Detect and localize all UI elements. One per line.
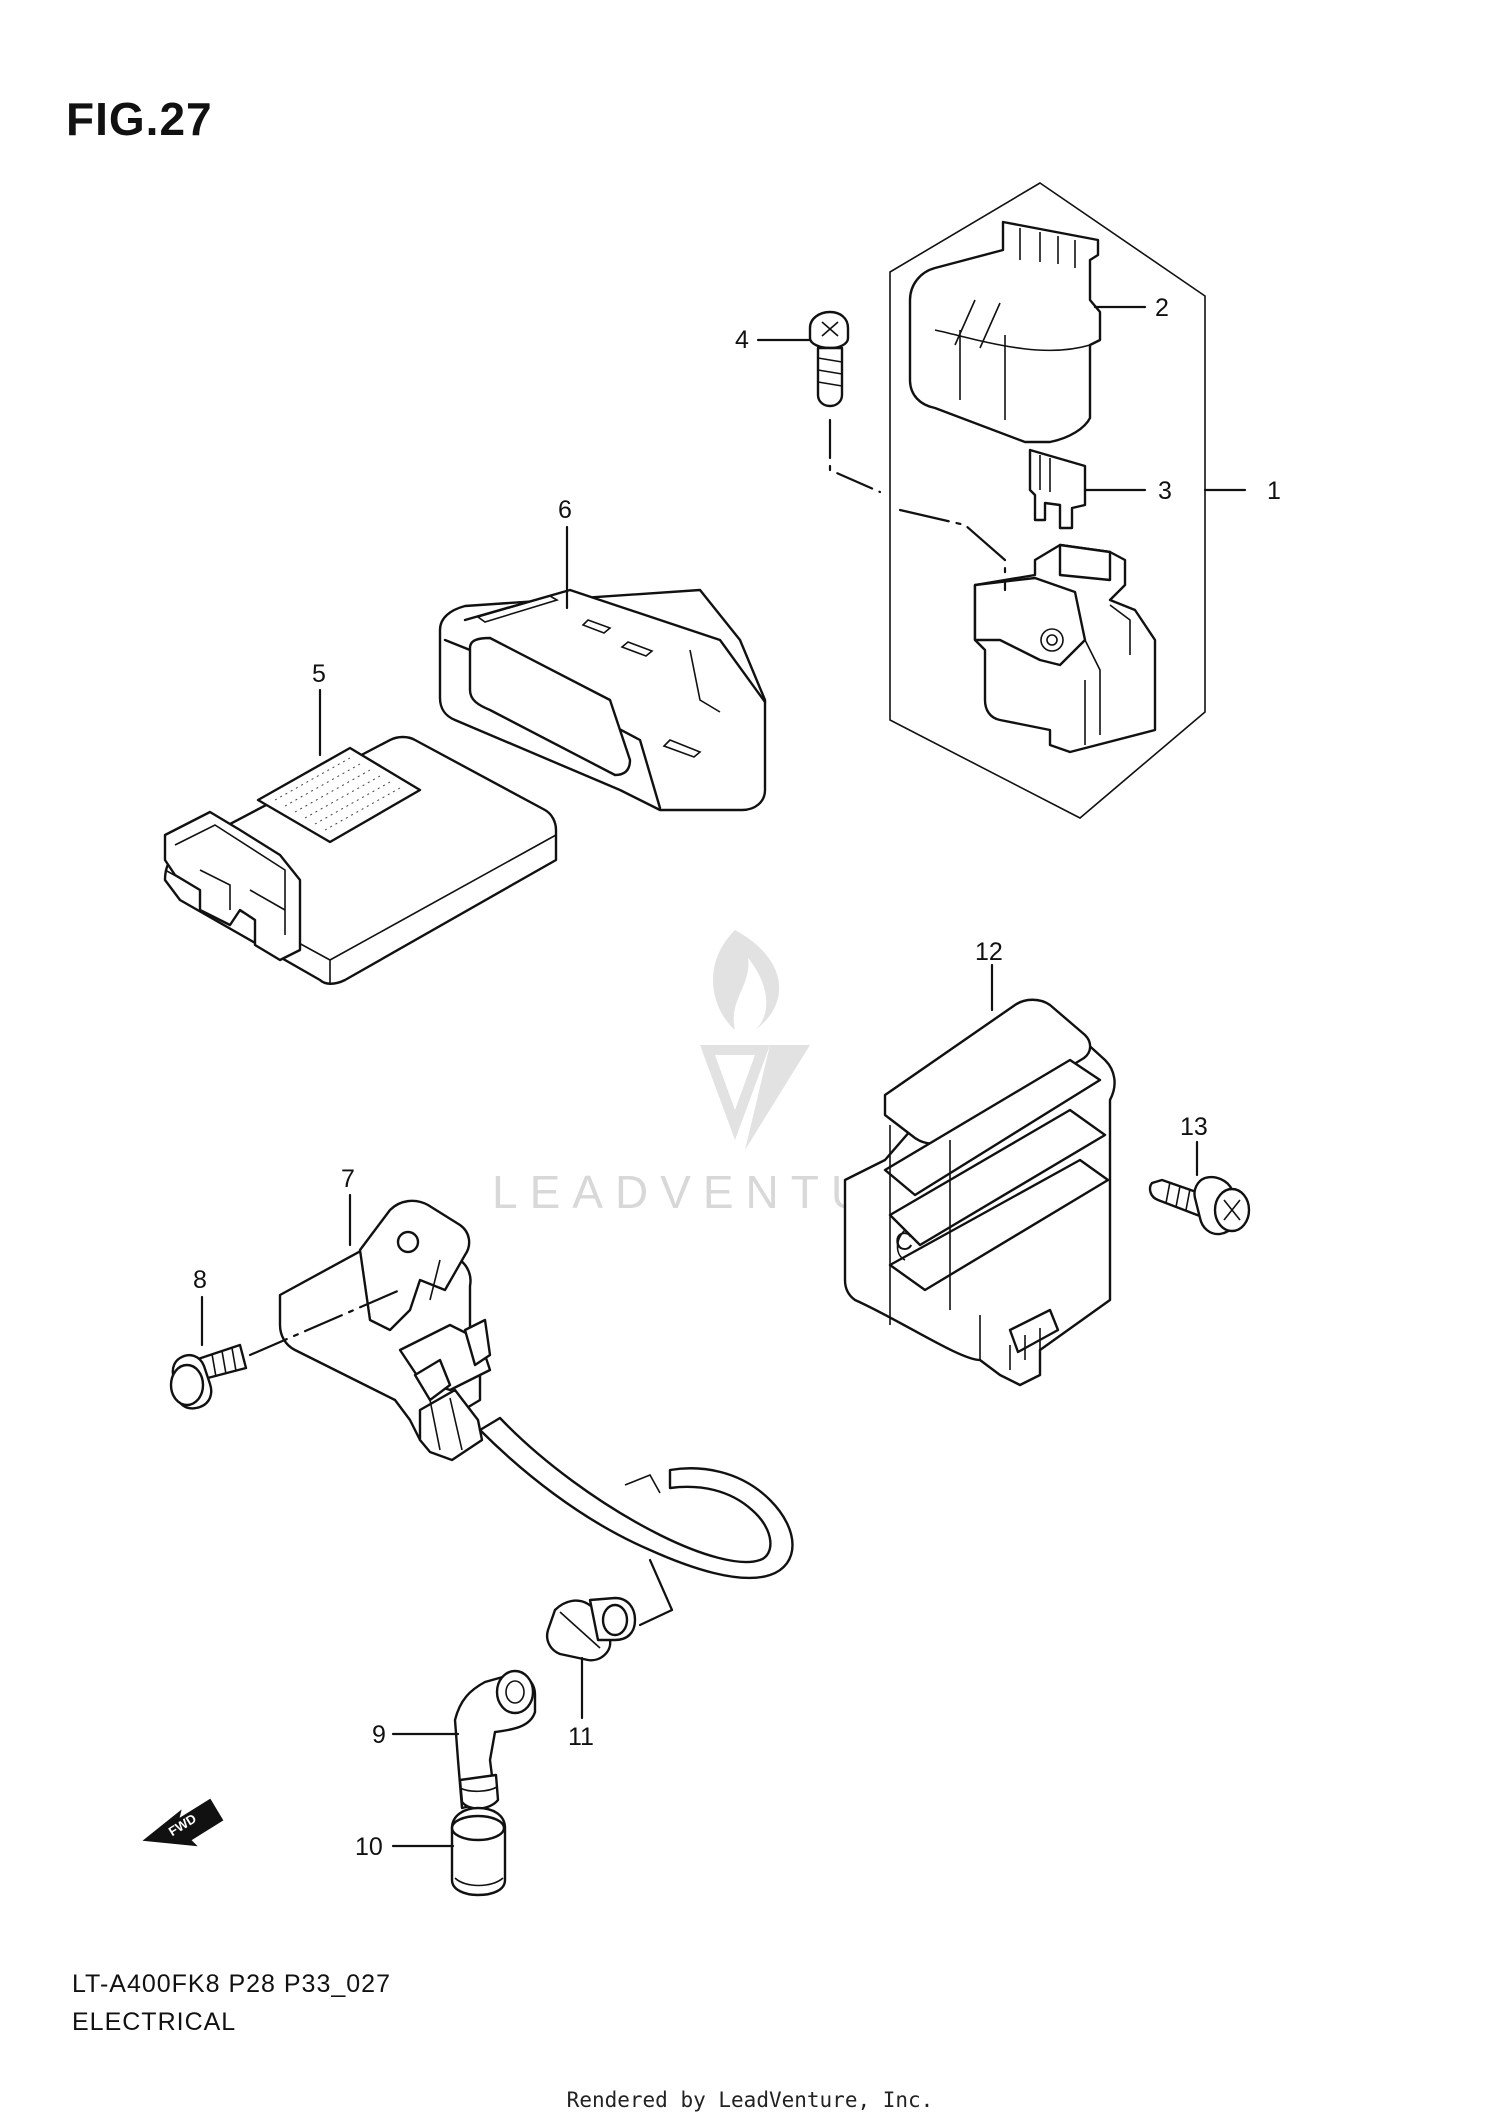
callout-labels: 2 3 1 4 6 5 12 13 7 8 9 10 11	[193, 294, 1281, 1861]
plug-cap-11	[546, 1596, 637, 1662]
callout-12: 12	[975, 938, 1003, 966]
ecm-5	[163, 735, 558, 985]
relay-assembly-group	[889, 182, 1206, 819]
ignition-coil-7	[278, 1199, 492, 1462]
bolt-13	[1148, 1176, 1251, 1236]
callout-13: 13	[1180, 1113, 1208, 1141]
ecm-holder-6	[438, 588, 767, 812]
callout-7: 7	[341, 1165, 355, 1193]
callout-10: 10	[355, 1833, 383, 1861]
spark-plug-cap-9	[453, 1669, 537, 1810]
callout-11: 11	[568, 1723, 594, 1751]
leader-lines	[200, 305, 1247, 1848]
section-name: ELECTRICAL	[72, 2008, 237, 2036]
leadventure-watermark-logo	[700, 930, 810, 1150]
model-code: LT-A400FK8 P28 P33_027	[72, 1970, 391, 1998]
ht-lead	[478, 1416, 794, 1580]
callout-5: 5	[312, 660, 326, 688]
render-credit: Rendered by LeadVenture, Inc.	[566, 2088, 934, 2112]
svg-text:C: C	[895, 1228, 913, 1256]
callout-6: 6	[558, 496, 572, 524]
cap-cover-10	[450, 1806, 507, 1897]
callout-3: 3	[1158, 477, 1172, 505]
regulator-rectifier-12: C	[843, 998, 1116, 1387]
ecm-vent-pattern	[274, 757, 401, 831]
callout-1: 1	[1267, 477, 1281, 505]
callout-2: 2	[1155, 294, 1169, 322]
screw-4	[808, 310, 850, 408]
callout-9: 9	[372, 1721, 386, 1749]
fwd-direction-arrow-icon: FWD	[142, 1798, 224, 1847]
callout-8: 8	[193, 1266, 207, 1294]
bolt-8	[169, 1343, 248, 1410]
figure-title: FIG.27	[66, 93, 213, 145]
callout-4: 4	[735, 326, 749, 354]
